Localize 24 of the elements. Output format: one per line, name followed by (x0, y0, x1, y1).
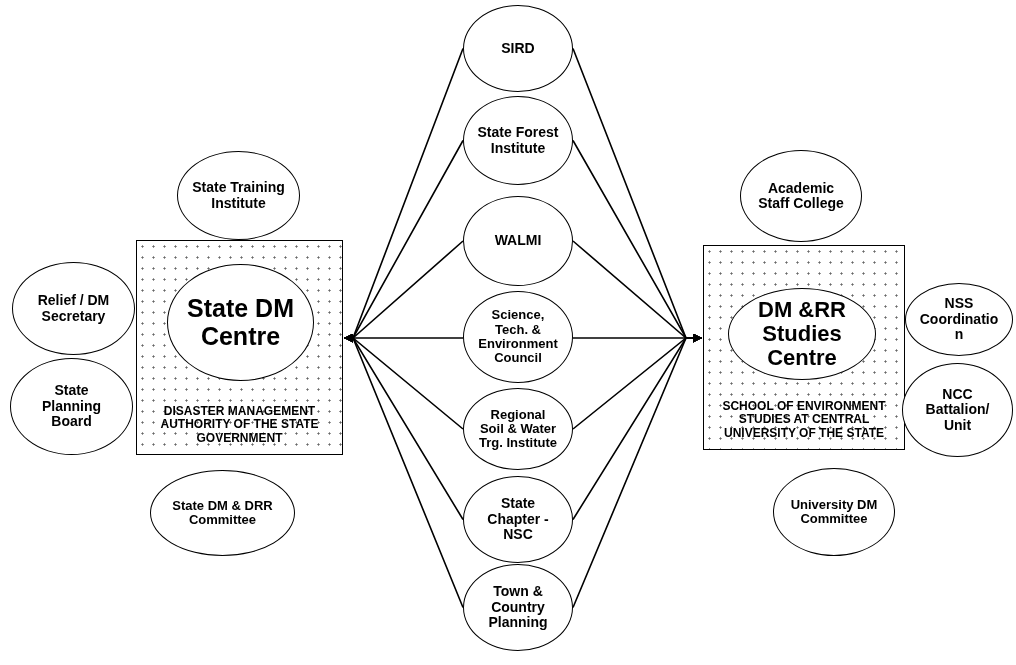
node-label: State DM Centre (186, 295, 295, 350)
node-label: DM &RR Studies Centre (757, 297, 847, 371)
node-label: NSS Coordination (919, 296, 999, 343)
arrow (343, 333, 464, 609)
node-label: Town & Country Planning (487, 584, 549, 631)
node-label: State Forest Institute (477, 125, 559, 156)
node-label: Regional Soil & Water Trg. Institute (478, 407, 558, 451)
arrow (572, 333, 703, 609)
ellipse-node (728, 288, 876, 380)
node-label: WALMI (494, 233, 542, 249)
organisation-name: SCHOOL OF ENVIRONMENT STUDIES AT CENTRAL UNIVERSITY OF THE STATE (721, 399, 887, 441)
node-label: SIRD (501, 40, 535, 57)
node-label: University DM Committee (789, 497, 879, 527)
node-label: State Chapter - NSC (486, 496, 550, 543)
organisation-box (703, 245, 905, 450)
node-label: State Training Institute (191, 180, 286, 211)
organisation-name: DISASTER MANAGEMENT AUTHORITY OF THE STATE GOVERNMENT (159, 404, 320, 446)
node-label: State Planning Board (40, 383, 103, 430)
node-label: Academic Staff College (757, 180, 845, 212)
node-label: Relief / DM Secretary (36, 293, 111, 324)
organisation-box (136, 240, 343, 455)
node-label: NCC Battalion/ Unit (924, 386, 991, 434)
node-label: State DM & DRR Committee (171, 498, 274, 528)
node-label: Science, Tech. & Environment Council (477, 308, 559, 366)
